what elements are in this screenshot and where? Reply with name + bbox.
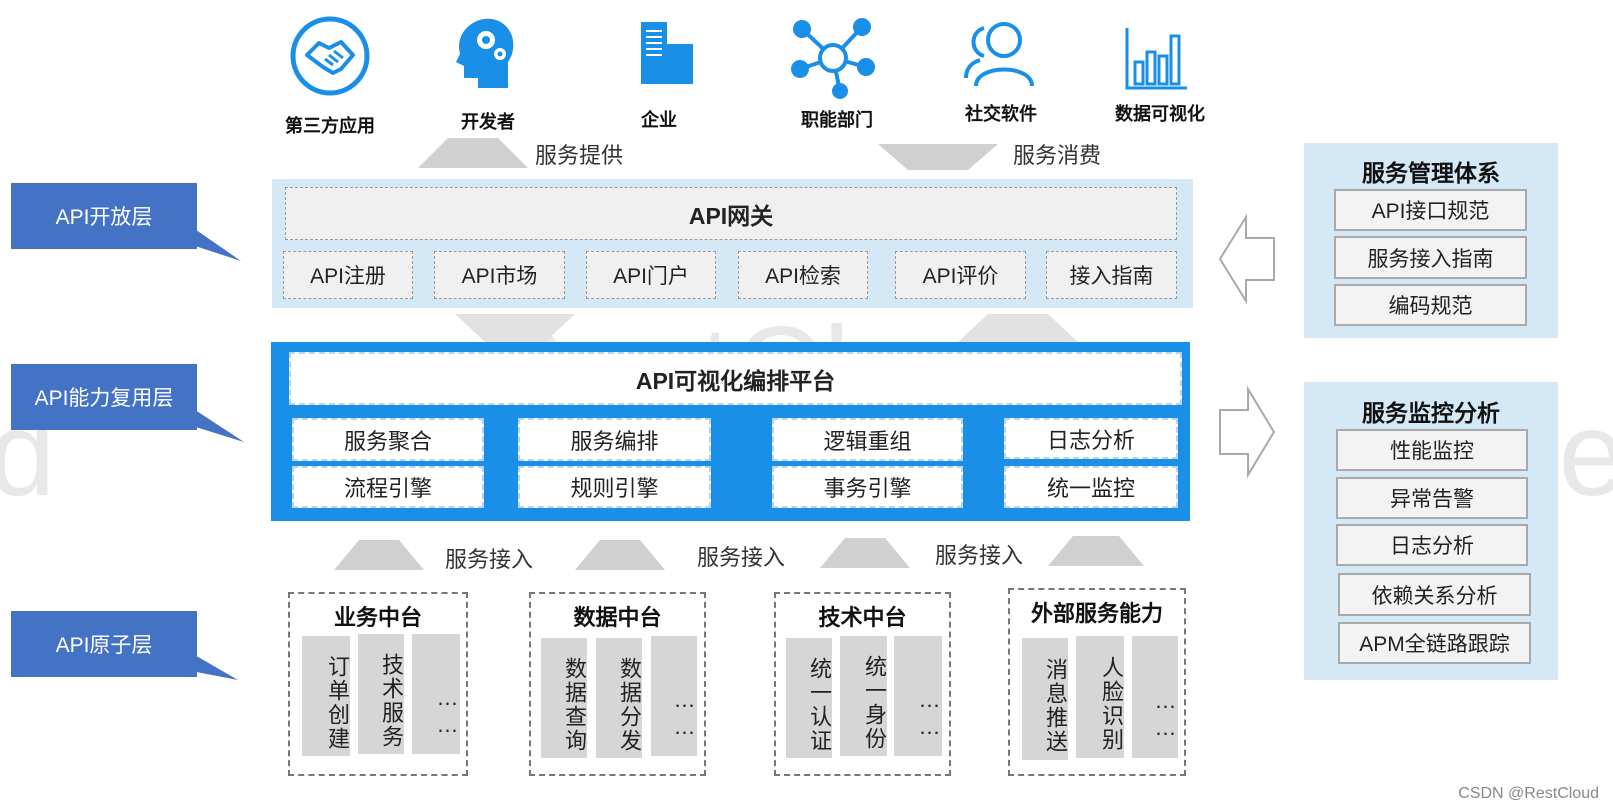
gateway-item-review[interactable]: API评价 [895,251,1026,299]
management-inbound-arrow [1218,214,1275,304]
gateway-link-arrow-left [455,314,575,342]
atomic-group-title: 业务中台 [333,605,422,630]
gateway-item-register[interactable]: API注册 [283,251,413,299]
orch-item-log-analysis[interactable]: 日志分析 [1004,418,1178,459]
atomic-group-tech: 技术中台 统一认证 统一身份 …… [774,592,951,776]
atomic-item-data-query[interactable]: 数据查询 [541,638,587,758]
gateway-title-box: API网关 [285,187,1177,240]
atomic-group-data: 数据中台 数据查询 数据分发 …… [529,592,706,776]
atomic-item-tech-service[interactable]: 技术服务 [358,634,404,754]
monitoring-item-alert[interactable]: 异常告警 [1336,477,1528,519]
atomic-item-more[interactable]: …… [894,636,942,756]
monitoring-item-log-analysis[interactable]: 日志分析 [1336,524,1528,566]
consumer-label-enterprise: 企业 [641,110,677,130]
layer-tag-atomic-pointer [186,650,238,680]
atomic-item-unified-identity[interactable]: 统一身份 [840,636,887,756]
orch-item-flow-engine[interactable]: 流程引擎 [292,466,484,508]
developer-head-icon [456,18,514,88]
consumer-label-social: 社交软件 [965,104,1037,124]
atomic-item-face-recognition[interactable]: 人脸识别 [1076,636,1124,758]
access-arrow-4 [1048,536,1144,566]
access-arrow-2 [575,540,665,570]
management-title: 服务管理体系 [1362,160,1500,186]
gateway-item-market[interactable]: API市场 [434,251,565,299]
bar-chart-icon [1125,28,1187,90]
atomic-group-business: 业务中台 订单创建 技术服务 …… [288,592,468,776]
credit-text: CSDN @RestCloud [1458,785,1599,802]
orch-item-aggregate[interactable]: 服务聚合 [292,418,484,461]
monitoring-outbound-arrow [1219,386,1276,478]
atomic-group-title: 数据中台 [573,605,662,630]
orchestration-title-box: API可视化编排平台 [289,352,1182,405]
network-nodes-icon [791,18,875,99]
atomic-item-data-dispatch[interactable]: 数据分发 [596,638,642,758]
provide-arrow-up [418,138,528,168]
users-icon [964,22,1034,87]
orch-item-orchestrate[interactable]: 服务编排 [518,418,711,461]
management-item-api-spec[interactable]: API接口规范 [1334,189,1527,231]
access-arrow-3 [820,538,910,568]
layer-tag-atomic: API原子层 [11,611,197,677]
consume-arrow-down [878,144,998,170]
consumer-label-developer: 开发者 [461,112,515,132]
consumer-label-third-party: 第三方应用 [285,116,375,136]
atomic-group-title: 技术中台 [818,605,907,630]
orch-item-rule-engine[interactable]: 规则引擎 [518,466,711,508]
atomic-item-unified-auth[interactable]: 统一认证 [786,638,832,758]
orch-item-unified-monitor[interactable]: 统一监控 [1004,466,1178,508]
monitoring-item-apm-trace[interactable]: APM全链路跟踪 [1338,622,1531,664]
layer-tag-reuse-pointer [186,404,244,442]
monitoring-item-dependency[interactable]: 依赖关系分析 [1338,573,1531,616]
orch-item-logic-reorg[interactable]: 逻辑重组 [772,418,963,461]
orch-item-transaction-engine[interactable]: 事务引擎 [772,466,963,508]
consumer-label-visualization: 数据可视化 [1115,104,1205,124]
atomic-group-title: 外部服务能力 [1030,601,1163,626]
consumer-label-department: 职能部门 [801,110,873,130]
management-item-access-guide[interactable]: 服务接入指南 [1334,236,1527,279]
gateway-item-guide[interactable]: 接入指南 [1046,251,1177,299]
gateway-item-search[interactable]: API检索 [738,251,868,299]
layer-tag-open: API开放层 [11,183,197,249]
flow-label-provide: 服务提供 [535,143,624,168]
monitoring-title: 服务监控分析 [1362,400,1500,426]
enterprise-building-icon [641,22,693,84]
access-arrow-1 [334,540,424,570]
atomic-item-more[interactable]: …… [412,634,460,754]
atomic-item-push-message[interactable]: 消息推送 [1022,638,1068,760]
flow-label-access-1: 服务接入 [445,547,534,572]
flow-label-consume: 服务消费 [1013,143,1102,168]
flow-label-access-2: 服务接入 [697,545,786,570]
atomic-group-external: 外部服务能力 消息推送 人脸识别 …… [1008,588,1186,776]
handshake-icon [290,16,370,96]
layer-tag-open-pointer [186,223,241,261]
layer-tag-reuse: API能力复用层 [11,364,197,430]
monitoring-item-performance[interactable]: 性能监控 [1336,429,1528,471]
flow-label-access-3: 服务接入 [935,543,1024,568]
atomic-item-more[interactable]: …… [1132,636,1178,758]
management-item-coding-spec[interactable]: 编码规范 [1334,284,1527,326]
gateway-item-portal[interactable]: API门户 [586,251,716,299]
atomic-item-more[interactable]: …… [651,636,697,756]
atomic-item-order-create[interactable]: 订单创建 [302,636,350,756]
gateway-link-arrow-right [958,314,1078,342]
